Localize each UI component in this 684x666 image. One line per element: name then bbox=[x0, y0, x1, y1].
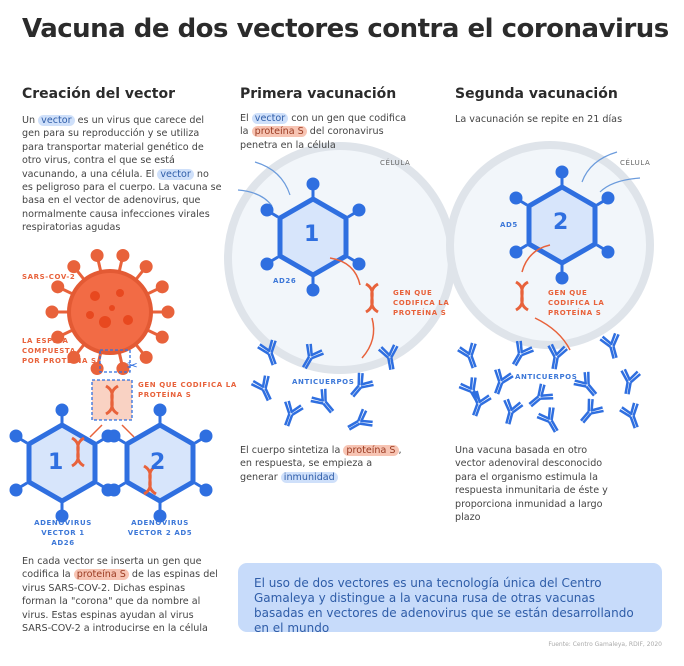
spike-tip bbox=[90, 248, 104, 262]
vector-number: 2 bbox=[553, 210, 569, 235]
antibody-icon bbox=[486, 366, 516, 399]
adenovirus-vector-1-label: ADENOVIRUS VECTOR 1 AD26 bbox=[34, 519, 92, 547]
page-title: Vacuna de dos vectores contra el coronav… bbox=[22, 14, 669, 44]
antibodies-label: ANTICUERPOS bbox=[515, 373, 578, 381]
spike-tip bbox=[51, 280, 65, 294]
spike-tip bbox=[116, 248, 130, 262]
antibodies-label: ANTICUERPOS bbox=[292, 378, 355, 386]
spike-tip bbox=[67, 260, 81, 274]
antibody-icon bbox=[249, 373, 280, 406]
spike-tip bbox=[139, 350, 153, 364]
scissors-icon: ✂ bbox=[127, 359, 138, 374]
sars-cov-2-virus-illustration bbox=[45, 248, 175, 376]
spike-tip bbox=[155, 330, 169, 344]
spike-tip bbox=[67, 350, 81, 364]
antibody-icon bbox=[598, 331, 626, 362]
spike-label: LA ESPINA COMPUESTA POR PROTEÍNA S bbox=[22, 337, 97, 365]
heading-vector-creation: Creación del vector bbox=[22, 86, 176, 102]
antibody-icon bbox=[617, 400, 647, 433]
cell-label: CÉLULA bbox=[380, 159, 411, 167]
antibody-icon bbox=[616, 367, 642, 397]
cell-label: CÉLULA bbox=[620, 159, 651, 167]
second-vaccination-outro: Una vacuna basada en otro vector adenovi… bbox=[455, 445, 608, 524]
gene-label: GEN QUE CODIFICA LA PROTEÍNA S bbox=[548, 289, 605, 317]
spike-tip bbox=[116, 362, 130, 376]
spike-tip bbox=[139, 260, 153, 274]
spike-selection bbox=[99, 349, 131, 373]
vector-ad5-label: AD5 bbox=[500, 221, 518, 229]
antibody-icon bbox=[308, 386, 341, 420]
first-vaccination-intro: El vector con un gen que codifica la pro… bbox=[240, 113, 407, 151]
heading-first-vaccination: Primera vacunación bbox=[240, 86, 397, 102]
antibody-icon bbox=[276, 398, 306, 431]
antibody-icon bbox=[464, 388, 494, 421]
vector-2-number: 2 bbox=[150, 450, 166, 475]
spike-tip bbox=[155, 280, 169, 294]
vector-number: 1 bbox=[304, 222, 320, 247]
second-vaccination-intro: La vacunación se repite en 21 días bbox=[455, 114, 623, 125]
callout-box: El uso de dos vectores es una tecnología… bbox=[238, 563, 662, 635]
gene-label: GEN QUE CODIFICA LA PROTEÍNA S bbox=[393, 289, 450, 317]
spike-tip bbox=[51, 330, 65, 344]
adenovirus-vector-2-label: ADENOVIRUS VECTOR 2 AD5 bbox=[127, 519, 193, 537]
antibody-icon bbox=[573, 395, 607, 430]
spike-tip bbox=[45, 305, 59, 319]
source-note: Fuente: Centro Gamaleya, RDIF, 2020 bbox=[548, 641, 662, 648]
heading-second-vaccination: Segunda vacunación bbox=[455, 86, 618, 102]
first-vaccination-outro: El cuerpo sintetiza la proteína S, en re… bbox=[240, 445, 402, 483]
vector-1-number: 1 bbox=[48, 450, 64, 475]
spike-tip bbox=[161, 305, 175, 319]
antibody-icon bbox=[497, 397, 525, 428]
antibody-icon bbox=[534, 404, 566, 438]
vector-creation-intro: Un vector es un virus que carece del gen… bbox=[22, 115, 222, 234]
vector-ad26-label: AD26 bbox=[273, 277, 297, 285]
vector-creation-outro: En cada vector se inserta un gen que cod… bbox=[22, 556, 218, 635]
gene-label: GEN QUE CODIFICA LA PROTEÍNA S bbox=[138, 381, 237, 399]
antibody-icon bbox=[456, 374, 488, 408]
antibody-icon bbox=[455, 340, 485, 373]
antibody-icon bbox=[342, 406, 376, 438]
sars-cov-2-label: SARS-COV-2 bbox=[22, 273, 76, 281]
